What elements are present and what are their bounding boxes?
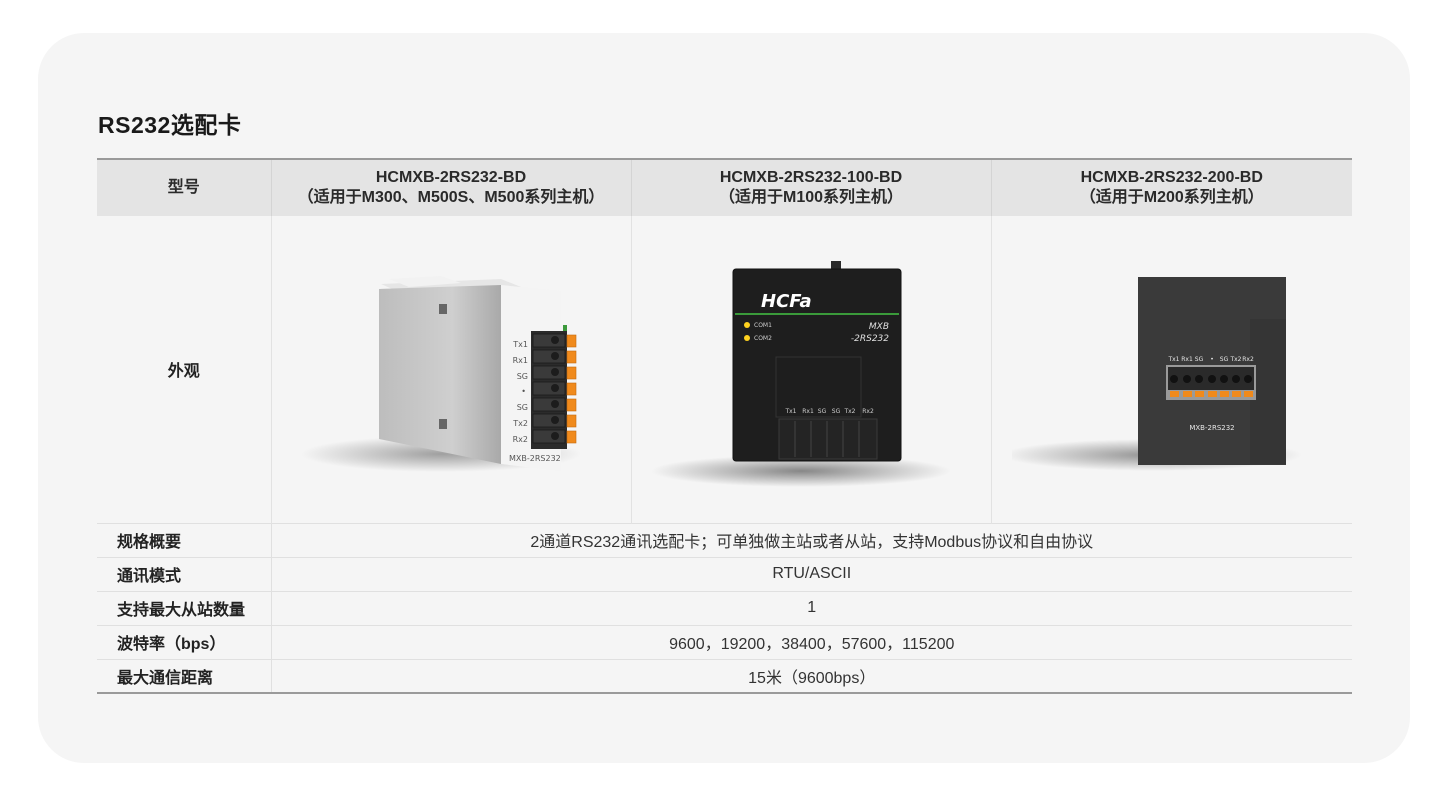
product-image-1: Tx1 Rx1 SG • SG Tx2 Rx2 MXB-2RS232 [301,276,581,473]
pin-label: Tx2 [843,408,855,415]
pin-label: Tx2 [1229,356,1241,363]
product-image-2: HCFa COM1 COM2 MXB -2RS232 Tx1 [651,261,951,488]
spec-row: 波特率（bps） 9600，19200，38400，57600，115200 [97,624,1352,659]
pin-label: Rx1 [513,356,528,365]
spec-table: 型号 HCMXB-2RS232-BD （适用于M300、M500S、M500系列… [97,158,1352,694]
pin-label: SG [517,372,528,381]
header-row: 型号 HCMXB-2RS232-BD （适用于M300、M500S、M500系列… [97,158,1352,216]
spec-value: 9600，19200，38400，57600，115200 [270,624,1352,659]
product-applies: （适用于M300、M500S、M500系列主机） [297,189,605,206]
led-indicator [744,335,750,342]
pin-label: SG [818,408,827,415]
spec-value: 2通道RS232通讯选配卡；可单独做主站或者从站，支持Modbus协议和自由协议 [270,522,1352,557]
pin-label: SG [517,403,528,412]
pin-label: SG [1220,356,1229,363]
pin-label: SG [832,408,841,415]
led-label: COM2 [754,335,772,342]
pin-label: Rx1 [802,408,814,415]
model-header: 型号 [97,158,271,216]
pin-label: • [1210,356,1214,363]
pin-label: SG [1195,356,1204,363]
card-model-line1: MXB [869,322,889,332]
spec-row: 支持最大从站数量 1 [97,590,1352,625]
appearance-label: 外观 [167,363,200,381]
page-title: RS232选配卡 [98,112,242,138]
pin-label: Rx2 [862,408,874,415]
pin-label: Tx1 [512,340,528,349]
spec-row: 通讯模式 RTU/ASCII [97,556,1352,591]
product-header-1: HCMXB-2RS232-BD （适用于M300、M500S、M500系列主机） [270,158,631,216]
spec-row: 最大通信距离 15米（9600bps） [97,658,1352,694]
product-image-cell-2: HCFa COM1 COM2 MXB -2RS232 Tx1 [630,216,991,523]
product-image-3: Tx1 Rx1 SG • SG Tx2 Rx2 [1011,277,1302,472]
spec-value: RTU/ASCII [270,556,1352,591]
led-indicator [744,322,750,329]
pin-label: Tx2 [512,419,528,428]
pin-label: Rx1 [1181,356,1193,363]
pin-label: • [521,387,526,396]
pin-label: Rx2 [1242,356,1254,363]
product-name: HCMXB-2RS232-BD [375,169,527,186]
spec-label: 波特率（bps） [97,624,271,659]
spec-row: 规格概要 2通道RS232通讯选配卡；可单独做主站或者从站，支持Modbus协议… [97,522,1352,557]
product-header-2: HCMXB-2RS232-100-BD （适用于M100系列主机） [630,158,991,216]
product-applies: （适用于M200系列主机） [1079,189,1264,206]
product-header-3: HCMXB-2RS232-200-BD （适用于M200系列主机） [990,158,1352,216]
product-applies: （适用于M100系列主机） [718,189,904,206]
spec-label: 规格概要 [97,522,271,557]
product-name: HCMXB-2RS232-200-BD [1080,169,1263,186]
spec-value: 15米（9600bps） [270,658,1352,694]
spec-value: 1 [270,590,1352,625]
appearance-row: 外观 [97,216,1352,523]
led-label: COM1 [754,322,772,329]
pin-label: Tx1 [784,408,796,415]
pin-label: Rx2 [513,435,528,444]
module-model: MXB-2RS232 [1189,424,1234,432]
spec-label: 通讯模式 [97,556,271,591]
hcfa-logo: HCFa [761,291,812,312]
card-model-line2: -2RS232 [851,334,889,344]
module-model: MXB-2RS232 [509,454,561,463]
pin-label: Tx1 [1167,356,1179,363]
spec-label: 最大通信距离 [97,658,271,694]
product-name: HCMXB-2RS232-100-BD [719,169,903,186]
spec-label: 支持最大从站数量 [97,590,271,625]
product-image-cell-3: Tx1 Rx1 SG • SG Tx2 Rx2 [990,216,1352,523]
product-image-cell-1: Tx1 Rx1 SG • SG Tx2 Rx2 MXB-2RS232 [270,216,631,523]
